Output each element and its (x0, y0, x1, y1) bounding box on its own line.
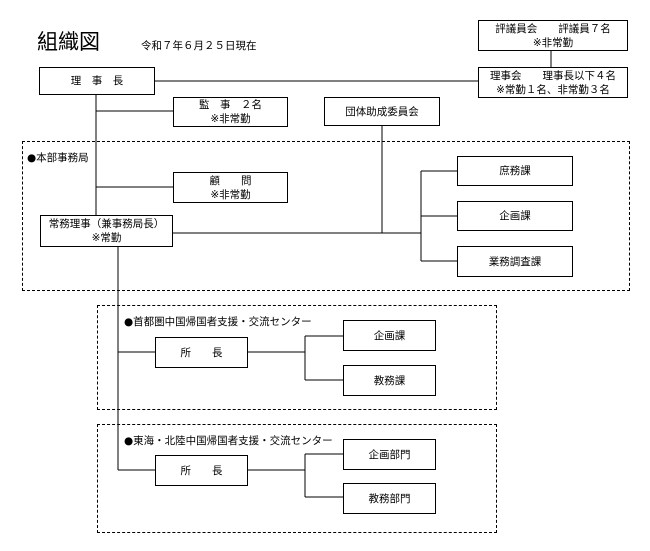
box-komon: 顧 問 ※非常勤 (173, 172, 288, 203)
box-kyomu-tokai-line1: 教務部門 (368, 492, 411, 505)
box-gyomu-line1: 業務調査課 (488, 255, 542, 268)
box-gyomu: 業務調査課 (457, 246, 573, 277)
box-kyomu-tokai: 教務部門 (343, 483, 436, 514)
box-shomu-line1: 庶務課 (499, 165, 531, 177)
section-shutoken-label: ●首都圏中国帰国者支援・交流センター (124, 316, 312, 328)
section-honbu-frame (22, 141, 630, 291)
box-kanji-line2: ※非常勤 (210, 113, 251, 125)
box-kanji-line1: 監 事 ２名 (199, 99, 262, 111)
box-kyomu-shutoken: 教務課 (343, 365, 436, 396)
box-kikaku-tokai: 企画部門 (343, 439, 436, 470)
box-rijicho: 理 事 長 (39, 67, 155, 95)
section-tokai-label: ●東海・北陸中国帰国者支援・交流センター (124, 435, 333, 447)
page-title: 組織図 (37, 30, 100, 54)
box-rijikai: 理事会 理事長以下４名 ※常勤１名、非常勤３名 (478, 67, 628, 98)
box-kanji: 監 事 ２名 ※非常勤 (173, 97, 288, 127)
box-komon-line2: ※非常勤 (210, 188, 251, 201)
box-komon-line1: 顧 問 (209, 174, 252, 187)
box-jomu-line2: ※常勤 (91, 232, 122, 244)
box-dantai-line1: 団体助成委員会 (345, 105, 419, 118)
box-rijicho-line1: 理 事 長 (70, 75, 124, 87)
box-kikaku-shutoken-line1: 企画課 (373, 329, 406, 342)
box-dantai: 団体助成委員会 (324, 97, 440, 126)
box-kikaku-tokai-line1: 企画部門 (368, 448, 411, 461)
section-tokai-frame (97, 424, 497, 533)
box-jomu-line1: 常務理事（兼事務局長） (48, 218, 165, 230)
box-hyogiinkai-line1: 評議員会 評議員７名 (495, 22, 611, 35)
box-kikaku-shutoken: 企画課 (343, 320, 436, 351)
box-shocho-shutoken: 所 長 (155, 337, 248, 368)
box-rijikai-line2: ※常勤１名、非常勤３名 (496, 83, 610, 96)
box-shocho-shutoken-line1: 所 長 (180, 346, 223, 359)
box-shomu: 庶務課 (457, 156, 573, 186)
box-hyogiinkai: 評議員会 評議員７名 ※非常勤 (478, 20, 628, 51)
box-hyogiinkai-line2: ※非常勤 (532, 36, 574, 49)
box-rijikai-line1: 理事会 理事長以下４名 (490, 69, 616, 82)
box-jomu: 常務理事（兼事務局長） ※常勤 (40, 215, 173, 247)
box-kikaku-hq: 企画課 (457, 201, 573, 231)
section-shutoken-frame (97, 305, 497, 410)
box-shocho-tokai-line1: 所 長 (180, 464, 223, 477)
box-kikaku-hq-line1: 企画課 (499, 210, 531, 222)
box-kyomu-shutoken-line1: 教務課 (373, 374, 406, 387)
date-label: 令和７年６月２５日現在 (141, 40, 257, 52)
box-shocho-tokai: 所 長 (155, 455, 248, 486)
section-honbu-label: ●本部事務局 (27, 152, 89, 164)
